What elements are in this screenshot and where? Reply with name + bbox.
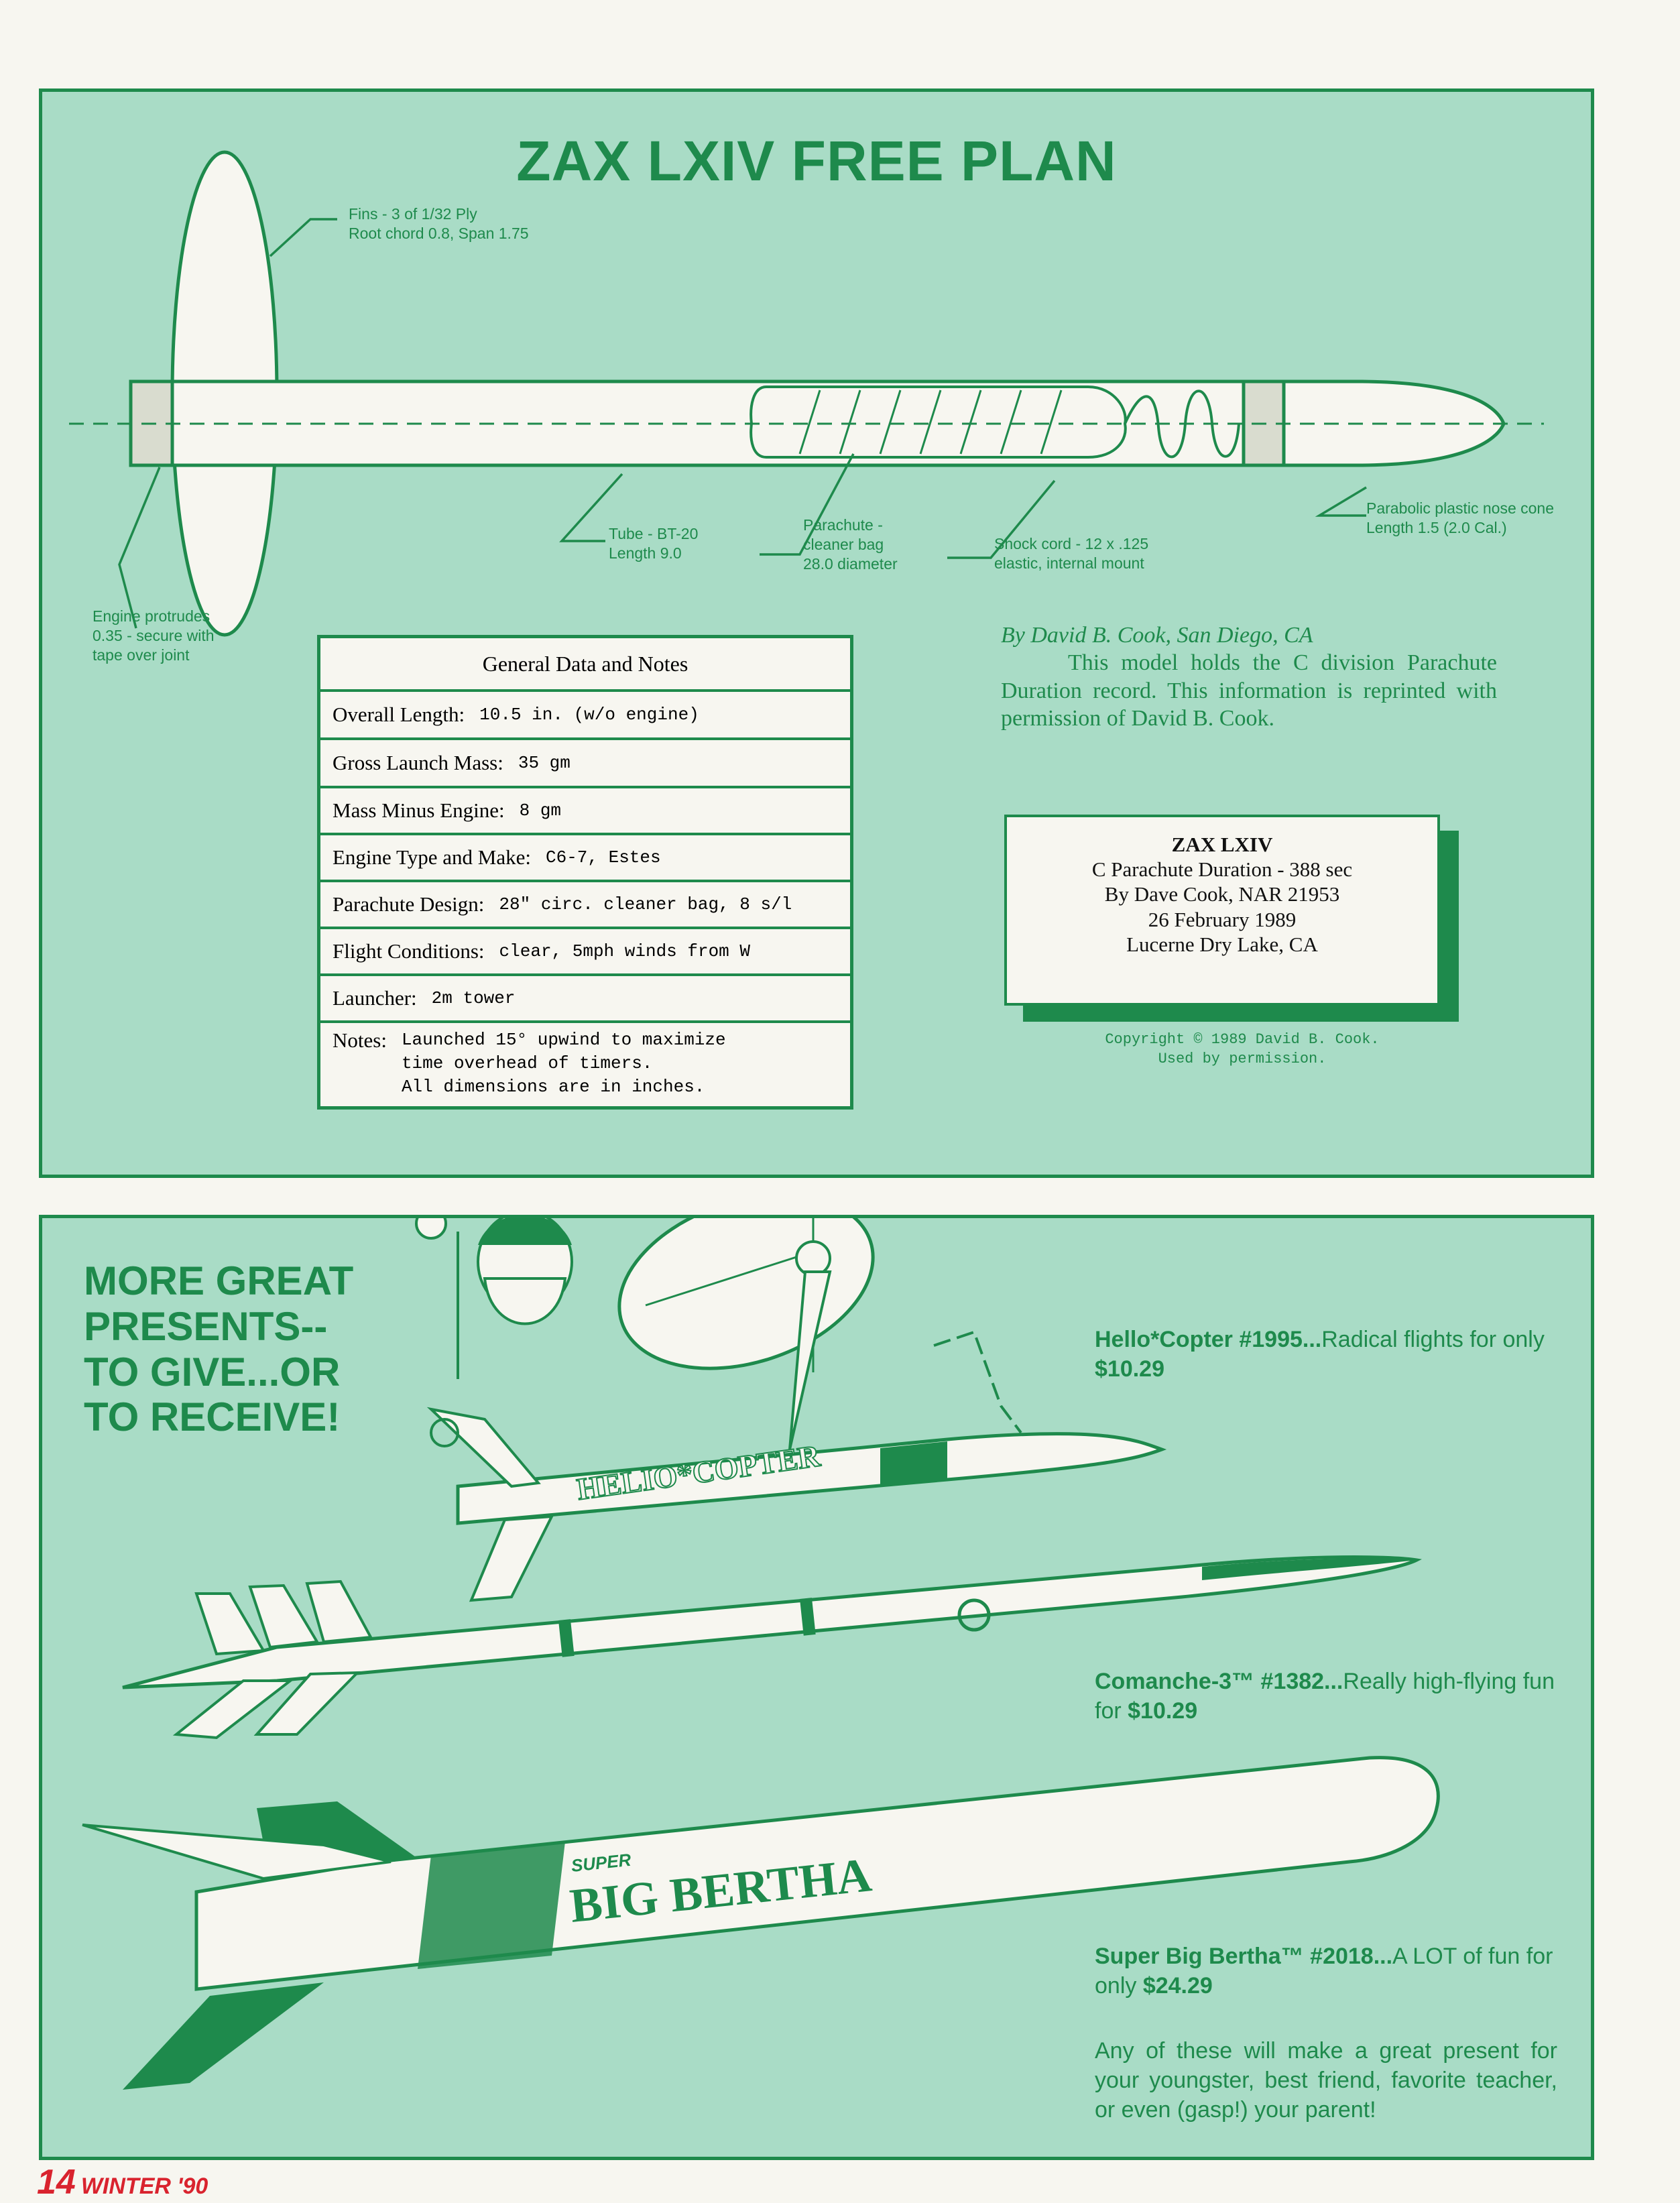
byline-author: By David B. Cook, San Diego, CA [1001,623,1313,648]
comanche-rocket [122,1555,1423,1740]
big-bertha-rocket: SUPER BIG BERTHA [82,1756,1440,2090]
table-heading: General Data and Notes [320,638,850,692]
bertha-offer: Super Big Bertha™ #2018...A LOT of fun f… [1095,1944,1553,1999]
engine-callout: Engine protrudes 0.35 - secure with tape… [93,607,215,664]
parachute-bag [749,385,1127,459]
helicopter-rotor-illustration [617,1218,1022,1450]
table-row: Notes:Launched 15° upwind to maximize ti… [333,1028,726,1097]
table-row: Gross Launch Mass:35 gm [320,740,850,788]
table-row: Launcher:2m tower [320,976,850,1023]
parachute-callout: Parachute - cleaner bag 28.0 diameter [803,516,898,573]
tube-callout: Tube - BT-20 Length 9.0 [609,525,699,562]
page-number: 14 [37,2163,76,2202]
record-line: C Parachute Duration - 388 sec [1091,857,1353,882]
table-row: Engine Type and Make:C6-7, Estes [320,835,850,882]
byline-text: By David B. Cook, San Diego, CA This mod… [1001,621,1497,733]
presents-panel: MORE GREAT PRESENTS-- TO GIVE...OR TO RE… [39,1215,1594,2160]
table-row: Overall Length:10.5 in. (w/o engine) [320,692,850,740]
record-title: ZAX LXIV [1171,833,1273,856]
nose-cone-callout: Parabolic plastic nose cone Length 1.5 (… [1366,499,1554,536]
closing-note: Any of these will make a great present f… [1095,2038,1557,2123]
byline-body: This model holds the C division Parachut… [1001,650,1497,731]
shock-cord-callout: Shock cord - 12 x .125 elastic, internal… [994,535,1149,572]
fins-callout: Fins - 3 of 1/32 Ply Root chord 0.8, Spa… [349,205,529,242]
record-line: Lucerne Dry Lake, CA [1126,932,1318,956]
table-row: Mass Minus Engine:8 gm [320,788,850,835]
record-line: By Dave Cook, NAR 21953 [1104,882,1340,906]
rockets-illustration: HELIO*COPTER SUPER BIG BERTHA [82,1218,1440,2090]
comanche-offer: Comanche-3™ #1382...Really high-flying f… [1095,1669,1555,1724]
record-box: ZAX LXIV C Parachute Duration - 388 sec … [1004,815,1440,1006]
presents-headline: MORE GREAT PRESENTS-- TO GIVE...OR TO RE… [84,1258,354,1440]
helio-copter-offer: Hello*Copter #1995...Radical flights for… [1095,1327,1545,1382]
issue-season: WINTER '90 [80,2174,208,2199]
santa-illustration [415,1218,573,1379]
table-row: Flight Conditions:clear, 5mph winds from… [320,929,850,976]
general-data-table: General Data and Notes Overall Length:10… [317,635,853,1110]
plan-title: ZAX LXIV FREE PLAN [516,129,1117,192]
copyright-notice: Copyright © 1989 David B. Cook. Used by … [1105,1031,1380,1067]
free-plan-panel: ZAX LXIV FREE PLAN [39,88,1594,1178]
record-line: 26 February 1989 [1148,907,1297,931]
rocket-plan-diagram [69,150,1544,637]
helio-copter-rocket: HELIO*COPTER [426,1407,1167,1602]
table-row: Parachute Design:28" circ. cleaner bag, … [320,882,850,929]
